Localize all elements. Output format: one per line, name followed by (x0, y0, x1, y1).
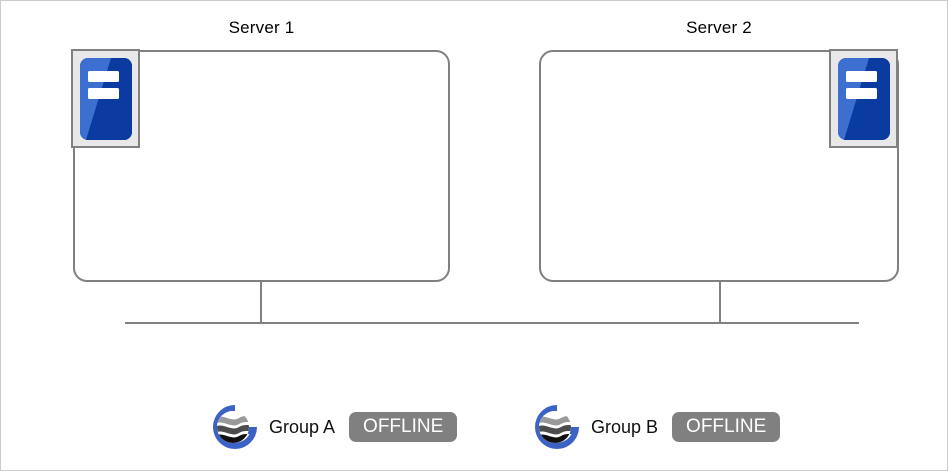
server-2-icon-frame[interactable] (829, 49, 898, 148)
server-icon-bar-bottom (87, 87, 119, 99)
group-b-status-row: Group B OFFLINE (531, 401, 781, 453)
server-icon-bar-top (87, 70, 119, 82)
group-a-status-badge[interactable]: OFFLINE (349, 411, 458, 443)
group-b-label: Group B (591, 416, 659, 437)
server-1-network-connector (260, 282, 262, 323)
group-a-label: Group A (269, 416, 336, 437)
network-bus-line (125, 322, 859, 324)
server-icon-bar-bottom (845, 87, 877, 99)
server-1-title: Server 1 (228, 18, 295, 37)
group-a-status-row: Group A OFFLINE (209, 401, 458, 453)
server-icon (837, 57, 890, 140)
server-1-icon-frame[interactable] (71, 49, 140, 148)
group-b-status-badge[interactable]: OFFLINE (672, 411, 781, 443)
globe-g-logo-icon (209, 401, 261, 453)
server-2-title: Server 2 (686, 18, 752, 37)
server-icon (79, 57, 132, 140)
server-2-network-connector (719, 282, 721, 323)
globe-g-logo-icon (531, 401, 583, 453)
server-icon-bar-top (845, 70, 877, 82)
